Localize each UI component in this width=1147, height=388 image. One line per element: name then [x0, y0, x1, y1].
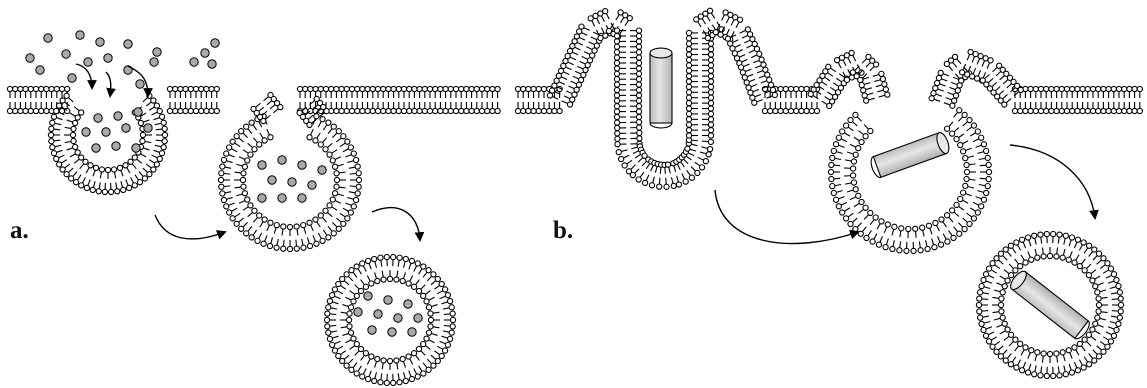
solute-particle: [394, 314, 402, 322]
panel-a-pinocytosis: [7, 31, 500, 386]
budding-vesicle-particles: [258, 156, 326, 202]
solute-particle: [68, 74, 76, 82]
solute-particle: [132, 144, 140, 152]
solute-particle: [94, 114, 102, 122]
solute-particle: [124, 40, 132, 48]
solute-particle: [404, 300, 412, 308]
solute-particle: [112, 142, 120, 150]
solute-particle: [201, 49, 209, 57]
solute-particle: [374, 310, 382, 318]
solute-particle: [122, 124, 130, 132]
solute-particle: [102, 128, 110, 136]
solute-particle: [153, 48, 161, 56]
panel-a-label: a.: [10, 218, 29, 243]
arrow-phagosome-to-vesicle: [1010, 145, 1095, 218]
lipid-bilayer-segment: [167, 86, 219, 113]
solute-particle: [414, 314, 422, 322]
solute-particle: [144, 124, 152, 132]
phagosome-arm-left: [808, 50, 890, 108]
phagosome-arm-right: [929, 49, 1023, 108]
panel-b-phagocytosis: [515, 8, 1142, 378]
solute-particle: [134, 108, 142, 116]
lipid-bilayer-segment: [1012, 86, 1142, 113]
solute-particle: [190, 58, 198, 66]
solute-particle: [211, 39, 219, 47]
solute-particle: [114, 112, 122, 120]
solute-particle: [308, 181, 316, 189]
solute-particle: [96, 38, 104, 46]
solute-particle: [278, 156, 286, 164]
solute-particle: [26, 54, 34, 62]
solute-particle: [258, 161, 266, 169]
solute-particle: [354, 308, 362, 316]
solute-particle: [288, 178, 296, 186]
influx-arrow-1: [76, 64, 92, 88]
closing-phagosome-membrane: [828, 108, 991, 254]
solute-particle: [76, 31, 84, 39]
solute-particle: [44, 34, 52, 42]
solute-particle: [318, 166, 326, 174]
solute-particle: [36, 66, 44, 74]
solute-particle: [368, 326, 376, 334]
panel-b-label: b.: [553, 218, 573, 243]
arrow-bud-to-vesicle: [372, 208, 420, 240]
solute-particle: [84, 58, 92, 66]
extracellular-particles: [26, 31, 219, 88]
solute-particle: [278, 194, 286, 202]
solute-particle: [208, 60, 216, 68]
solute-particle: [258, 194, 266, 202]
solute-particle: [150, 58, 158, 66]
solute-particle: [384, 296, 392, 304]
solute-particle: [82, 128, 90, 136]
solute-particle: [298, 161, 306, 169]
solute-particle: [364, 292, 372, 300]
solute-particle: [408, 328, 416, 336]
solute-particle: [388, 328, 396, 336]
solute-particle: [268, 176, 276, 184]
arrow-pit-to-bud: [155, 215, 225, 239]
rod-in-free-phagosome: [1008, 269, 1092, 342]
solute-particle: [104, 54, 112, 62]
rod-in-fold: [650, 48, 672, 128]
solute-particle: [92, 144, 100, 152]
solute-particle: [136, 80, 144, 88]
solute-particle: [298, 194, 306, 202]
rod-in-phagosome: [869, 131, 952, 179]
solute-particle: [62, 50, 70, 58]
free-vesicle-membrane: [324, 254, 455, 385]
free-vesicle-particles: [354, 292, 422, 336]
influx-arrow-2: [106, 72, 111, 96]
